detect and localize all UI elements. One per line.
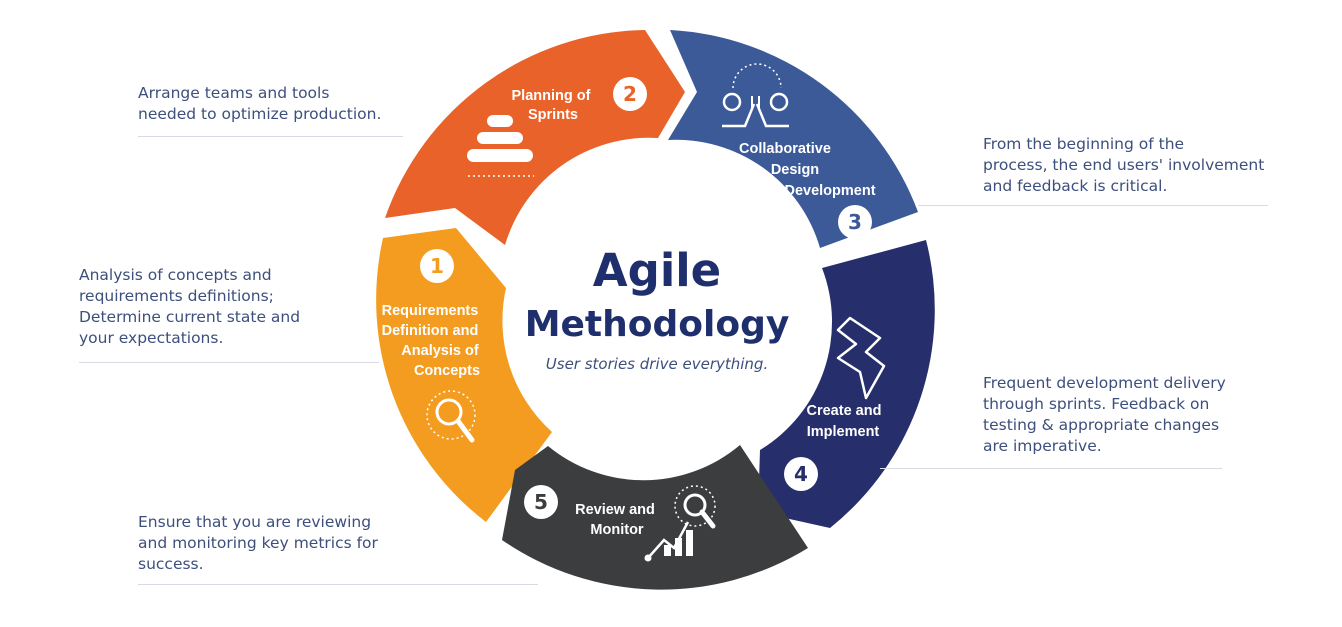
step-2-badge: 2 (613, 77, 647, 111)
step-2-description: Arrange teams and tools needed to optimi… (138, 84, 382, 123)
step-4-label-line: Create and (807, 403, 882, 419)
lightning-icon (836, 316, 886, 400)
step-5-label-line: Review and (575, 502, 655, 518)
step-3-divider (918, 205, 1268, 206)
step-3-label-line: Collaborative (739, 141, 831, 157)
step-1-description: Analysis of concepts and requirements de… (79, 266, 301, 347)
step-1-label-line: Requirements (382, 303, 479, 319)
step-3-label: Collaborative Design Development (739, 141, 876, 199)
step-4-number: 4 (794, 462, 808, 486)
center-subtitle: User stories drive everything. (546, 355, 768, 373)
step-5-number: 5 (534, 490, 548, 514)
segment-requirements (376, 228, 552, 522)
step-2-divider (138, 136, 403, 137)
step-2-label: Planning of Sprints (512, 88, 595, 123)
collaboration-icon (722, 63, 789, 128)
step-1-label: Requirements Definition and Analysis of … (382, 303, 483, 379)
step-4-badge: 4 (784, 457, 818, 491)
step-3-badge: 3 (838, 205, 872, 239)
step-1-badge: 1 (420, 249, 454, 283)
step-3-number: 3 (848, 210, 862, 234)
growth-chart-icon (644, 485, 716, 562)
step-4-divider (880, 468, 1222, 469)
step-3-description: From the beginning of the process, the e… (983, 135, 1265, 195)
segment-collaborative (668, 30, 918, 248)
step-5-divider (138, 584, 538, 585)
segment-review (502, 445, 808, 590)
step-2-number: 2 (623, 82, 637, 106)
step-1-label-line: Concepts (414, 363, 480, 379)
step-5-label: Review and Monitor (575, 502, 659, 538)
step-2-label-line: Planning of (512, 88, 591, 104)
segment-planning (385, 30, 685, 245)
step-4-label: Create and Implement (807, 403, 886, 440)
step-3-label-line: Development (784, 183, 875, 199)
step-5-badge: 5 (524, 485, 558, 519)
stack-icon (467, 115, 534, 177)
step-1-number: 1 (430, 254, 444, 278)
center-title-line1: Agile (593, 244, 721, 297)
step-2-label-line: Sprints (528, 107, 578, 123)
step-4-description: Frequent development delivery through sp… (983, 374, 1226, 455)
segment-create (758, 240, 935, 528)
center-title-line2: Methodology (525, 304, 790, 345)
step-4-label-line: Implement (807, 424, 880, 440)
step-5-description: Ensure that you are reviewing and monito… (138, 513, 378, 573)
step-1-divider (79, 362, 379, 363)
step-1-label-line: Definition and (382, 323, 479, 339)
step-5-label-line: Monitor (590, 522, 644, 538)
magnifier-icon (426, 390, 476, 443)
step-3-label-line: Design (771, 162, 819, 178)
step-1-label-line: Analysis of (401, 343, 479, 359)
